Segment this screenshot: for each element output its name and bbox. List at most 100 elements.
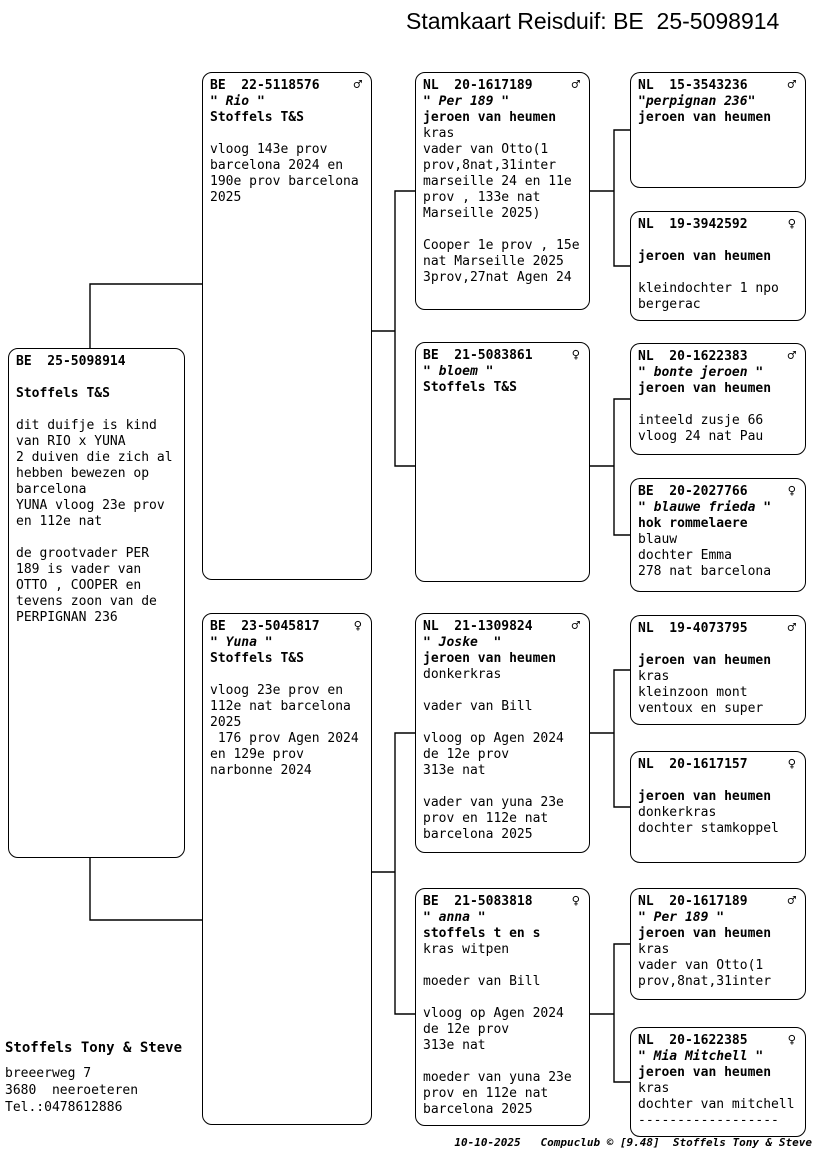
connector-subject-mother [89, 858, 203, 921]
owner-name: jeroen van heumen [423, 110, 557, 125]
ring-number: BE 23-5045817 [210, 619, 320, 634]
ring-number: NL 20-1617157 [638, 757, 748, 772]
owner-name: stoffels t en s [423, 926, 541, 941]
male-sex-icon: ♂ [787, 893, 796, 909]
female-sex-icon: ♀ [571, 347, 580, 363]
ring-number: NL 19-3942592 [638, 217, 748, 232]
pigeon-name [638, 637, 799, 653]
box-notes: donkerkras vader van Bill vloog op Agen … [423, 667, 564, 842]
owner-name: jeroen van heumen [423, 651, 557, 666]
ggf-4-box: NL 20-1617189 ♂ " Per 189 " jeroen van h… [630, 888, 806, 1000]
owner-name: jeroen van heumen [638, 789, 772, 804]
ring-number: NL 20-1622385 [638, 1033, 748, 1048]
ggf-3-box: NL 19-4073795 ♂ jeroen van heumen kras k… [630, 615, 806, 725]
box-notes: inteeld zusje 66 vloog 24 nat Pau [638, 413, 764, 444]
ggm-3-box: NL 20-1617157 ♀ jeroen van heumen donker… [630, 751, 806, 863]
owner-name: jeroen van heumen [638, 653, 772, 668]
owner-name: Stoffels T&S [210, 651, 304, 666]
owner-name: jeroen van heumen [638, 249, 772, 264]
female-sex-icon: ♀ [787, 1032, 796, 1048]
ggf-1-box: NL 15-3543236 ♂ "perpignan 236" jeroen v… [630, 72, 806, 188]
ring-number: BE 22-5118576 [210, 78, 320, 93]
owner-name: jeroen van heumen [638, 1065, 772, 1080]
male-sex-icon: ♂ [787, 77, 796, 93]
pigeon-name [638, 233, 799, 249]
connector-mgm-parents [590, 943, 631, 1083]
pigeon-name: " Mia Mitchell " [638, 1049, 764, 1064]
female-sex-icon: ♀ [353, 618, 362, 634]
male-sex-icon: ♂ [571, 618, 580, 634]
pigeon-name: "perpignan 236" [638, 94, 756, 109]
pigeon-name: " anna " [423, 910, 486, 925]
ggm-1-box: NL 19-3942592 ♀ jeroen van heumen kleind… [630, 211, 806, 321]
box-notes: kras vader van Otto(1 prov,8nat,31inter [638, 942, 772, 989]
subject-box: BE 25-5098914 Stoffels T&S dit duifje is… [8, 348, 185, 858]
connector-father-parents [372, 190, 416, 467]
pigeon-name: " Rio " [210, 94, 265, 109]
connector-subject-father [89, 283, 203, 348]
owner-name: jeroen van heumen [638, 926, 772, 941]
box-notes: kras dochter van mitchell --------------… [638, 1081, 795, 1128]
owner-name: jeroen van heumen [638, 110, 772, 125]
maternal-grandmother-box: BE 21-5083818 ♀ " anna " stoffels t en s… [415, 888, 590, 1126]
male-sex-icon: ♂ [571, 77, 580, 93]
pigeon-name [16, 370, 178, 386]
owner-name: Stoffels T&S [423, 380, 517, 395]
box-notes: dit duifje is kind van RIO x YUNA 2 duiv… [16, 418, 173, 625]
ring-number: BE 21-5083861 [423, 348, 533, 363]
box-notes: vloog 143e prov barcelona 2024 en 190e p… [210, 142, 359, 205]
female-sex-icon: ♀ [571, 893, 580, 909]
pigeon-name: " Per 189 " [638, 910, 725, 925]
pigeon-name: " bloem " [423, 364, 494, 379]
ggf-2-box: NL 20-1622383 ♂ " bonte jeroen " jeroen … [630, 343, 806, 455]
male-sex-icon: ♂ [787, 620, 796, 636]
loft-phone: Tel.:0478612886 [5, 1100, 123, 1115]
pigeon-name: " blauwe frieda " [638, 500, 772, 515]
loft-owner-name: Stoffels Tony & Steve [5, 1040, 183, 1056]
father-box: BE 22-5118576 ♂ " Rio " Stoffels T&S vlo… [202, 72, 372, 580]
pigeon-name: " Per 189 " [423, 94, 510, 109]
maternal-grandfather-box: NL 21-1309824 ♂ " Joske " jeroen van heu… [415, 613, 590, 853]
box-notes: kras vader van Otto(1 prov,8nat,31inter … [423, 126, 580, 285]
box-notes: kras kleinzoon mont ventoux en super [638, 669, 764, 716]
connector-mgf-parents [590, 669, 631, 808]
owner-name: hok rommelaere [638, 516, 748, 531]
paternal-grandfather-box: NL 20-1617189 ♂ " Per 189 " jeroen van h… [415, 72, 590, 310]
connector-pgf-parents [590, 129, 631, 267]
owner-name: Stoffels T&S [210, 110, 304, 125]
ring-number: NL 20-1622383 [638, 349, 748, 364]
ggm-4-box: NL 20-1622385 ♀ " Mia Mitchell " jeroen … [630, 1027, 806, 1137]
pigeon-name [638, 773, 799, 789]
paternal-grandmother-box: BE 21-5083861 ♀ " bloem " Stoffels T&S [415, 342, 590, 582]
box-notes: donkerkras dochter stamkoppel [638, 805, 779, 836]
ring-number: BE 20-2027766 [638, 484, 748, 499]
loft-address-city: 3680 neeroeteren [5, 1083, 139, 1098]
ring-number: NL 21-1309824 [423, 619, 533, 634]
owner-name: Stoffels T&S [16, 386, 110, 401]
page-title: Stamkaart Reisduif: BE 25-5098914 [406, 8, 780, 34]
pigeon-name: " Joske " [423, 635, 502, 650]
box-notes: vloog 23e prov en 112e nat barcelona 202… [210, 683, 359, 778]
male-sex-icon: ♂ [353, 77, 362, 93]
ring-number: NL 20-1617189 [638, 894, 748, 909]
box-notes: blauw dochter Emma 278 nat barcelona [638, 532, 772, 579]
print-footer: 10-10-2025 Compuclub © [9.48] Stoffels T… [454, 1136, 812, 1149]
female-sex-icon: ♀ [787, 756, 796, 772]
male-sex-icon: ♂ [787, 348, 796, 364]
ring-number: NL 20-1617189 [423, 78, 533, 93]
ring-number: BE 25-5098914 [16, 354, 126, 369]
female-sex-icon: ♀ [787, 483, 796, 499]
loft-address-block: Stoffels Tony & Steve breeerweg 7 3680 n… [5, 1040, 182, 1116]
ring-number: NL 15-3543236 [638, 78, 748, 93]
loft-address-street: breeerweg 7 [5, 1066, 92, 1081]
ggm-2-box: BE 20-2027766 ♀ " blauwe frieda " hok ro… [630, 478, 806, 592]
pigeon-name: " bonte jeroen " [638, 365, 764, 380]
ring-number: BE 21-5083818 [423, 894, 533, 909]
owner-name: jeroen van heumen [638, 381, 772, 396]
connector-mother-parents [372, 732, 416, 1015]
female-sex-icon: ♀ [787, 216, 796, 232]
pigeon-name: " Yuna " [210, 635, 273, 650]
box-notes: kras witpen moeder van Bill vloog op Age… [423, 942, 572, 1117]
mother-box: BE 23-5045817 ♀ " Yuna " Stoffels T&S vl… [202, 613, 372, 1125]
